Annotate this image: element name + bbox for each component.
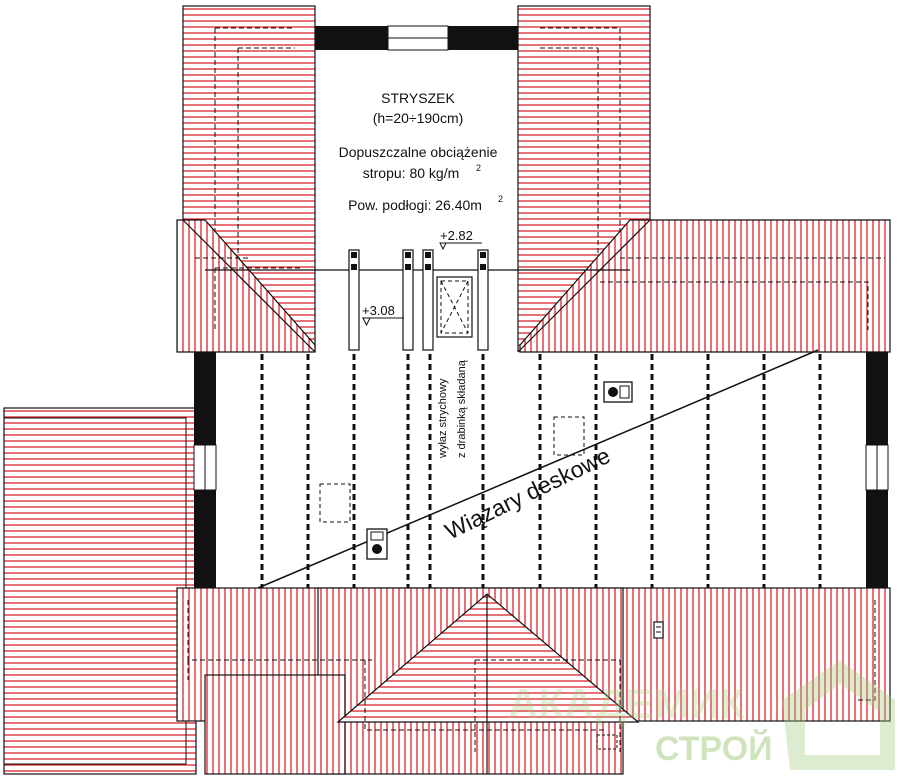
roof-vent-icon [653, 621, 664, 639]
left-annex-roof [3, 407, 197, 775]
hatch-note-line-1: wyłaz strychowy [437, 378, 449, 459]
right-dormer-dashed-outline [540, 27, 621, 290]
floor-area-sup: 2 [498, 194, 503, 204]
left-wing-dashed-outline [195, 257, 300, 330]
chimney-fixture-1-top [370, 531, 384, 541]
room-name: STRYSZEK [381, 90, 455, 106]
watermark-logo-icon [782, 660, 895, 770]
left-hip-line [182, 219, 316, 353]
chimney-fixture-2-side [619, 385, 630, 399]
hatch-level-marker [439, 242, 447, 251]
ridge-level-marker [362, 317, 371, 327]
chimney-fixture-1-circle [372, 544, 382, 554]
load-line-2: stropu: 80 kg/m [363, 165, 460, 181]
vent-dashed-square-1 [319, 483, 351, 523]
load-line-1: Dopuszczalne obciążenie [339, 144, 498, 160]
truss-lines [260, 354, 822, 588]
chimney-fixture-2-circle [608, 387, 618, 397]
right-hip-line [517, 219, 651, 353]
watermark-line-1: АКАДЕМИК [508, 680, 745, 727]
right-wing-dashed-outline [600, 257, 885, 330]
vent-dashed-square-2 [553, 416, 585, 456]
attic-hatch-inner [440, 280, 469, 334]
floor-area-label: Pow. podłogi: 26.40m [348, 197, 482, 213]
bottom-wing-dashed-outline [187, 600, 876, 752]
bottom-vent-small [596, 734, 618, 750]
left-dormer-dashed-outline [214, 27, 295, 290]
ridge-level: +3.08 [362, 303, 395, 318]
bottom-gable-triangle [336, 593, 640, 723]
watermark-line-2: СТРОЙ [655, 729, 773, 768]
right-wing-roof [519, 219, 891, 353]
room-height: (h=20÷190cm) [373, 110, 464, 126]
left-annex-lower-roof [204, 674, 346, 775]
hatch-note-line-2: z drabinką składaną [456, 359, 468, 458]
load-unit-sup: 2 [476, 163, 481, 173]
truss-end-marks [351, 252, 486, 270]
hatch-level: +2.82 [440, 228, 473, 243]
attic-hatch-cross [440, 280, 469, 334]
truss-ends [348, 249, 489, 351]
trusses-leader-line [257, 349, 819, 589]
